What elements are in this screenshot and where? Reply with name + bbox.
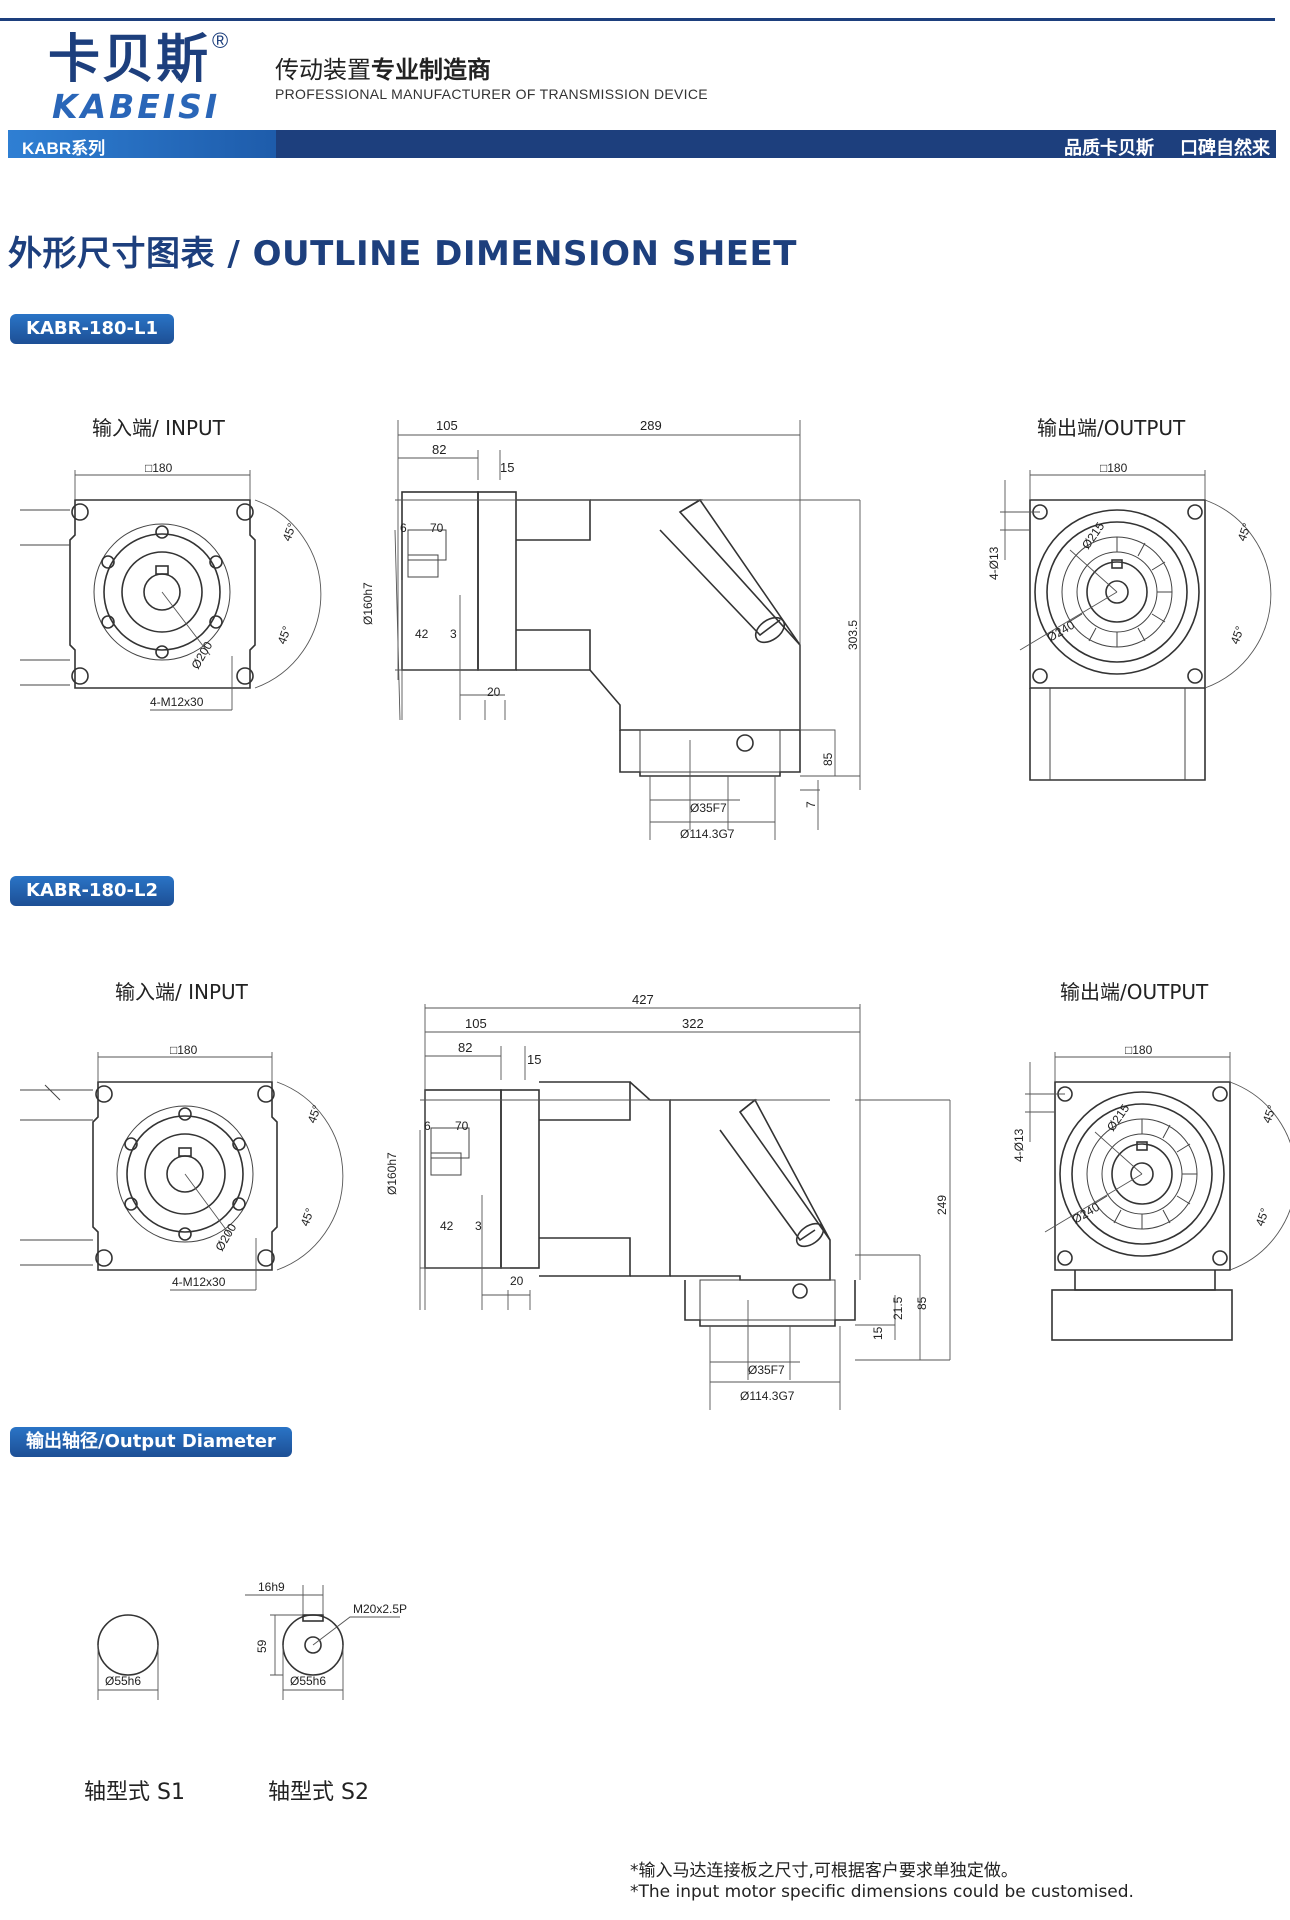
shaft-drawings: Ø55h6 16h9 59 M20x2.5P Ø55h6	[97, 1580, 407, 1700]
dim-pcd-l2: Ø200	[212, 1221, 239, 1254]
header-band-accent	[8, 130, 276, 158]
series-label: KABR系列	[22, 139, 106, 158]
drawing-l1: □180 45° 45° Ø200 4-M12x30 394 105 289 8…	[20, 420, 1272, 841]
dim-holes-l2: 4-Ø13	[1012, 1128, 1026, 1162]
dim-sq-in-l2: □180	[170, 1043, 198, 1057]
dim-15-l2: 15	[527, 1052, 541, 1067]
output-diameter-badge: 输出轴径/Output Diameter	[10, 1427, 292, 1457]
output-view-label-l1: 输出端/OUTPUT	[1037, 416, 1186, 440]
dim-ang2-l1: 45°	[275, 624, 294, 646]
dim-114-l2: Ø114.3G7	[740, 1389, 795, 1403]
dim-7-l1: 7	[804, 801, 818, 808]
dim-105-l1: 105	[436, 420, 458, 433]
dim-42-l2: 42	[440, 1219, 454, 1233]
dim-ang4-l1: 45°	[1228, 624, 1247, 646]
slogan: 品质卡贝斯 口碑自然来	[1038, 134, 1270, 160]
footnote-en: *The input motor specific dimensions cou…	[630, 1882, 1134, 1902]
tagline-en: PROFESSIONAL MANUFACTURER OF TRANSMISSIO…	[275, 86, 708, 102]
shaft-s2-thread: M20x2.5P	[353, 1602, 407, 1616]
header-top-rule	[0, 18, 1275, 21]
dim-322-l2: 322	[682, 1016, 704, 1031]
dim-bolt-l1: 4-M12x30	[150, 695, 204, 709]
dim-85-l2: 85	[915, 1296, 929, 1310]
brand-logo-cn: 卡贝斯	[48, 30, 211, 90]
dim-21-l2: 21.5	[891, 1296, 905, 1320]
brand-logo-en: KABEISI	[52, 87, 221, 126]
shaft-s2-dia: Ø55h6	[290, 1674, 326, 1688]
input-view-label-l1: 输入端/ INPUT	[92, 416, 225, 440]
dim-249-l2: 249	[935, 1195, 949, 1215]
side-view-l1: 394 105 289 82 15 6 70 Ø160h7 42 3 20 30…	[361, 420, 861, 841]
dim-ang4-l2: 45°	[1253, 1206, 1272, 1228]
tagline-cn: 传动装置专业制造商	[275, 50, 491, 85]
dim-42-l1: 42	[415, 627, 429, 641]
dim-289-l1: 289	[640, 420, 662, 433]
model-badge-l2: KABR-180-L2	[10, 876, 174, 906]
dim-82-l2: 82	[458, 1040, 472, 1055]
dim-240-l1: Ø240	[1045, 618, 1078, 645]
dim-6-l1: 6	[400, 521, 407, 535]
dim-160-l2: Ø160h7	[385, 1152, 399, 1195]
shaft-s2-label: 轴型式 S2	[268, 1780, 369, 1805]
model-badge-l1: KABR-180-L1	[10, 314, 174, 344]
dim-holes-l1: 4-Ø13	[987, 546, 1001, 580]
dim-ang1-l1: 45°	[280, 521, 299, 543]
dim-240-l2: Ø240	[1070, 1200, 1103, 1227]
output-flange-view-l1: □180 Ø215 Ø240 4-Ø13 45° 45°	[987, 461, 1272, 781]
dim-105-l2: 105	[465, 1016, 487, 1031]
dim-sq-in-l1: □180	[145, 461, 173, 475]
dim-ang3-l1: 45°	[1235, 521, 1254, 543]
shaft-s1-dia: Ø55h6	[105, 1674, 141, 1688]
footnote-cn: *输入马达连接板之尺寸,可根据客户要求单独定做。	[630, 1861, 1018, 1881]
dim-sq-out-l1: □180	[1100, 461, 1128, 475]
dim-215-l1: Ø215	[1079, 519, 1107, 551]
dim-70-l1: 70	[430, 521, 444, 535]
dim-20-l1: 20	[487, 685, 501, 699]
dim-35-l2: Ø35F7	[748, 1363, 785, 1377]
dim-3-l2: 3	[475, 1219, 482, 1233]
shaft-s2-key: 16h9	[258, 1580, 285, 1594]
input-view-label-l2: 输入端/ INPUT	[115, 980, 248, 1004]
dim-303-l1: 303.5	[846, 620, 860, 650]
dim-215-l2: Ø215	[1104, 1101, 1132, 1133]
page-title: 外形尺寸图表 / OUTLINE DIMENSION SHEET	[8, 234, 797, 274]
shaft-s2-height: 59	[255, 1639, 269, 1653]
output-flange-view-l2: □180 Ø215 Ø240 4-Ø13 45° 45°	[1012, 1043, 1290, 1341]
dim-ang1-l2: 45°	[305, 1103, 324, 1125]
dim-bolt-l2: 4-M12x30	[172, 1275, 226, 1289]
tagline-cn-a: 传动装置	[275, 56, 371, 84]
dim-15h-l2: 15	[871, 1326, 885, 1340]
input-flange-view-l1: □180 45° 45° Ø200 4-M12x30	[20, 461, 322, 711]
output-view-label-l2: 输出端/OUTPUT	[1060, 980, 1209, 1004]
dim-pcd-l1: Ø200	[188, 639, 215, 672]
dim-ang2-l2: 45°	[298, 1206, 317, 1228]
dim-15-l1: 15	[500, 460, 514, 475]
dim-114-l1: Ø114.3G7	[680, 827, 735, 841]
registered-mark: ®	[212, 28, 229, 53]
slogan-b: 口碑自然来	[1180, 138, 1270, 159]
dim-160-l1: Ø160h7	[361, 582, 375, 625]
dim-6-l2: 6	[424, 1119, 431, 1133]
dim-total-l2: 427	[632, 992, 654, 1007]
tagline-cn-b: 专业制造商	[371, 56, 491, 84]
dim-70-l2: 70	[455, 1119, 469, 1133]
side-view-l2: 427 105 322 82 15 6 70 Ø160h7 42 3 20 24…	[385, 992, 951, 1410]
drawing-l2: □180 45° 45° Ø200 4-M12x30 427 105 322 8…	[20, 992, 1290, 1410]
shaft-s1-label: 轴型式 S1	[84, 1780, 185, 1805]
input-flange-view-l2: □180 45° 45° Ø200 4-M12x30	[20, 1043, 344, 1291]
dim-82-l1: 82	[432, 442, 446, 457]
slogan-a: 品质卡贝斯	[1064, 138, 1154, 159]
dim-sq-out-l2: □180	[1125, 1043, 1153, 1057]
dim-20-l2: 20	[510, 1274, 524, 1288]
dim-35-l1: Ø35F7	[690, 801, 727, 815]
dim-3-l1: 3	[450, 627, 457, 641]
dim-ang3-l2: 45°	[1260, 1103, 1279, 1125]
shaft-s2-drawing: 16h9 59 M20x2.5P Ø55h6	[245, 1580, 407, 1700]
dim-85-l1: 85	[821, 752, 835, 766]
shaft-s1-drawing: Ø55h6	[97, 1614, 159, 1700]
